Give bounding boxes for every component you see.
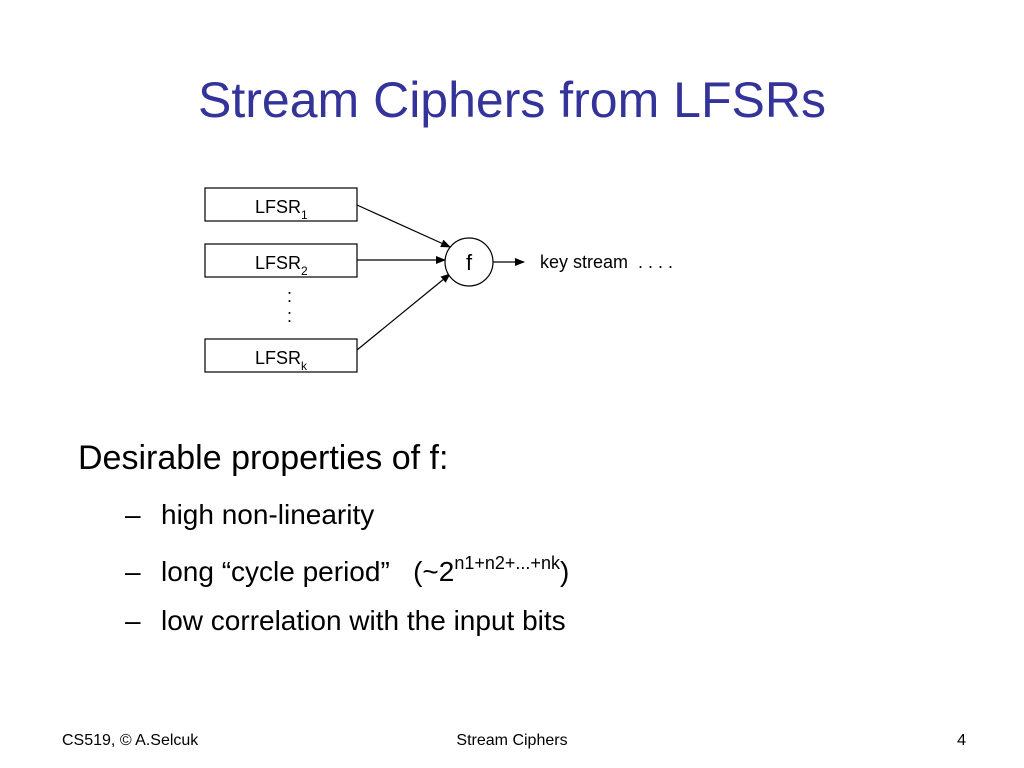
- lfsr-2-label: LFSR: [255, 253, 301, 273]
- lfsr-1-box: LFSR1: [204, 187, 358, 222]
- bullet-dash: –: [125, 556, 141, 587]
- lfsr-k-label: LFSR: [255, 348, 301, 368]
- bullet-tail: ): [559, 556, 570, 587]
- properties-heading: Desirable properties of f:: [78, 439, 449, 477]
- footer-left: CS519, © A.Selcuk: [62, 732, 199, 749]
- lfsr-2-subscript: 2: [301, 264, 308, 278]
- lfsr-k-subscript: k: [301, 359, 308, 373]
- bullet-text: long “cycle period” (~2: [161, 556, 455, 587]
- bullet-dash: –: [125, 499, 141, 530]
- bullet-dash: –: [125, 605, 141, 636]
- ellipsis-dots-2: :: [287, 306, 292, 326]
- bullet-superscript: n1+n2+...+nk: [454, 553, 560, 573]
- list-item: –low correlation with the input bits: [125, 596, 569, 645]
- function-f-node: f: [444, 237, 494, 287]
- list-item: –long “cycle period” (~2n1+n2+...+nk): [125, 539, 569, 596]
- footer-center: Stream Ciphers: [456, 732, 568, 749]
- list-item: –high non-linearity: [125, 490, 569, 539]
- page-number: 4: [957, 732, 966, 749]
- slide-title: Stream Ciphers from LFSRs: [198, 72, 826, 128]
- svg-text:LFSR1: LFSR1: [255, 197, 308, 222]
- function-f-label: f: [466, 250, 473, 275]
- lfsr-1-subscript: 1: [301, 208, 308, 222]
- lfsr-diagram: LFSR1 LFSR2 : : LFSRk f key stream . . .…: [204, 187, 673, 373]
- lfsr-2-box: LFSR2: [204, 243, 358, 278]
- lfsr-1-label: LFSR: [255, 197, 301, 217]
- arrow-lfsrk-to-f: [356, 273, 451, 351]
- bullet-text: high non-linearity: [161, 499, 375, 530]
- svg-text:LFSR2: LFSR2: [255, 253, 308, 278]
- lfsr-k-box: LFSRk: [204, 338, 358, 373]
- key-stream-label: key stream . . . .: [540, 252, 673, 272]
- properties-list: –high non-linearity –long “cycle period”…: [125, 490, 569, 645]
- arrow-lfsr1-to-f: [356, 204, 451, 248]
- ellipsis-dots-1: :: [287, 286, 292, 306]
- bullet-text: low correlation with the input bits: [161, 605, 566, 636]
- svg-text:LFSRk: LFSRk: [255, 348, 308, 373]
